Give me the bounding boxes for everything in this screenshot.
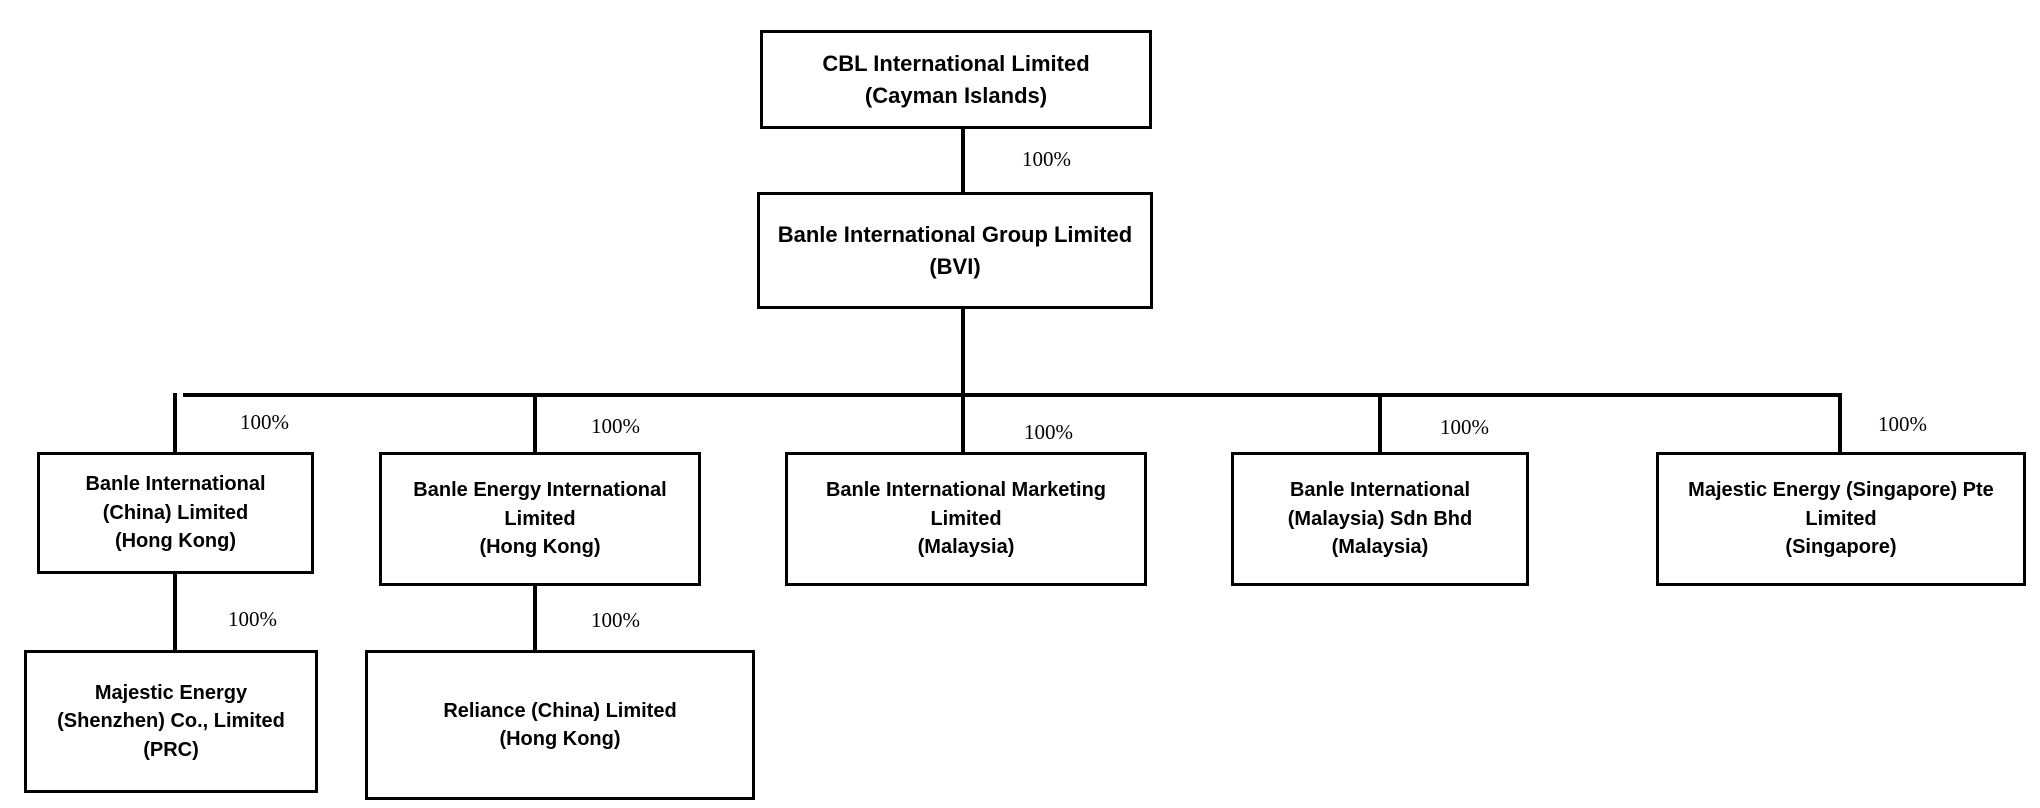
ownership-label-bvi-banle-marketing: 100% — [1024, 420, 1073, 444]
ownership-label-bvi-banle-china: 100% — [240, 410, 289, 434]
entity-label-majestic-energy-shenzhen: Majestic Energy (Shenzhen) Co., Limited … — [57, 681, 285, 761]
ownership-label-china-majestic-sz: 100% — [228, 607, 277, 631]
entity-label-majestic-energy-singapore: Majestic Energy (Singapore) Pte Limited … — [1688, 479, 1994, 559]
connector-bus-to-banle-energy — [533, 393, 537, 453]
entity-label-cbl-international: CBL International Limited (Cayman Island… — [822, 51, 1090, 108]
entity-label-banle-energy-international: Banle Energy International Limited (Hong… — [413, 479, 667, 559]
entity-node-banle-energy-international[interactable]: Banle Energy International Limited (Hong… — [379, 452, 701, 586]
connector-bus-to-banle-china — [173, 393, 177, 453]
entity-node-banle-international-malaysia[interactable]: Banle International (Malaysia) Sdn Bhd (… — [1231, 452, 1529, 586]
entity-label-banle-international-marketing: Banle International Marketing Limited (M… — [825, 479, 1107, 559]
connector-bus-to-banle-marketing — [961, 393, 965, 453]
entity-node-cbl-international[interactable]: CBL International Limited (Cayman Island… — [760, 30, 1152, 129]
entity-node-majestic-energy-shenzhen[interactable]: Majestic Energy (Shenzhen) Co., Limited … — [24, 650, 318, 793]
connector-energy-to-reliance — [533, 586, 537, 651]
connector-bus-to-majestic-sg — [1838, 393, 1842, 453]
entity-label-reliance-china: Reliance (China) Limited (Hong Kong) — [443, 699, 677, 750]
entity-node-banle-international-group[interactable]: Banle International Group Limited (BVI) — [757, 192, 1153, 309]
ownership-label-bvi-banle-energy: 100% — [591, 414, 640, 438]
entity-label-banle-international-china: Banle International (China) Limited (Hon… — [85, 473, 266, 553]
entity-node-reliance-china[interactable]: Reliance (China) Limited (Hong Kong) — [365, 650, 755, 800]
ownership-label-bvi-majestic-sg: 100% — [1878, 412, 1927, 436]
connector-bvi-to-bus — [961, 309, 965, 397]
entity-node-majestic-energy-singapore[interactable]: Majestic Energy (Singapore) Pte Limited … — [1656, 452, 2026, 586]
connector-china-to-majestic-sz — [173, 574, 177, 651]
entity-label-banle-international-group: Banle International Group Limited (BVI) — [777, 222, 1133, 279]
ownership-label-energy-reliance: 100% — [591, 608, 640, 632]
ownership-label-bvi-banle-malaysia: 100% — [1440, 415, 1489, 439]
entity-label-banle-international-malaysia: Banle International (Malaysia) Sdn Bhd (… — [1287, 479, 1473, 559]
distribution-bus-level3 — [183, 393, 1842, 397]
ownership-label-cbl-bvi: 100% — [1022, 147, 1071, 171]
connector-cbl-to-bvi — [961, 129, 965, 193]
entity-node-banle-international-marketing[interactable]: Banle International Marketing Limited (M… — [785, 452, 1147, 586]
connector-bus-to-banle-malaysia — [1378, 393, 1382, 453]
entity-node-banle-international-china[interactable]: Banle International (China) Limited (Hon… — [37, 452, 314, 574]
